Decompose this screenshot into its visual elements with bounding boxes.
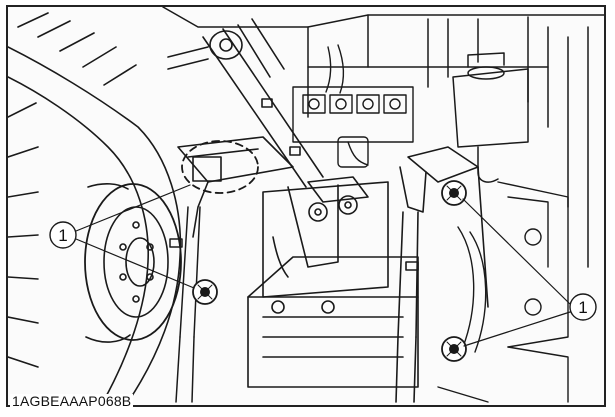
reservoir-tank	[452, 52, 529, 183]
right-linkage	[437, 181, 569, 403]
grease-fitting-left-lower	[192, 279, 218, 305]
cab-structure	[162, 7, 604, 268]
callout-right-number: 1	[578, 298, 587, 317]
callout-left: 1	[49, 221, 77, 249]
left-lift-rod	[169, 206, 201, 403]
callout-right: 1	[569, 293, 597, 321]
grease-fitting-right-lower	[441, 336, 467, 362]
right-lift-arm	[395, 146, 489, 403]
callout-leaders-right	[462, 198, 571, 347]
hydraulic-valve-block	[292, 44, 414, 168]
inspection-area-dashed-circle	[181, 140, 259, 194]
line-drawing: 1 1	[8, 7, 604, 403]
center-hitch-frame	[247, 176, 419, 388]
rear-tire	[8, 12, 182, 403]
callout-leaders-left	[75, 184, 195, 289]
callout-left-number: 1	[58, 226, 67, 245]
grease-fitting-right-upper	[441, 180, 467, 206]
illustration-frame: 1 1	[6, 5, 606, 407]
figure-code-label: 1AGBEAAAP068B	[10, 393, 134, 409]
